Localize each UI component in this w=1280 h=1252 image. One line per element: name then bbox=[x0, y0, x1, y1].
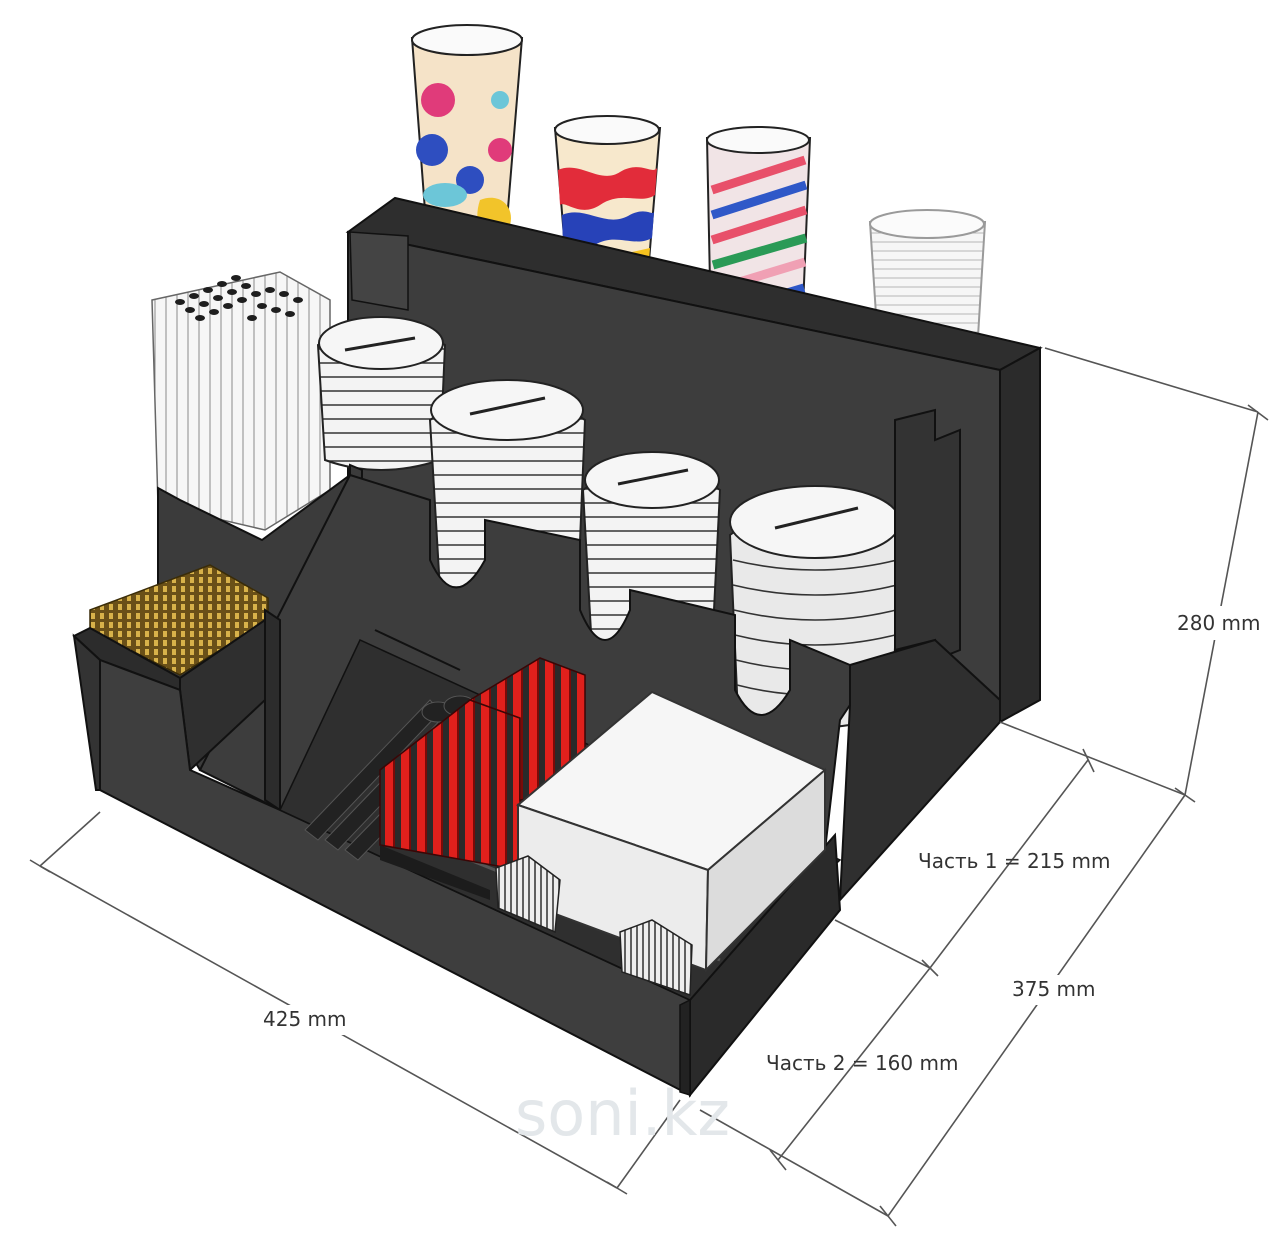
dimension-lines bbox=[29, 347, 1269, 1227]
lids-stack-1 bbox=[316, 316, 447, 471]
depth-label: 375 mm bbox=[1012, 977, 1096, 1001]
watermark: soni.kz bbox=[515, 1077, 730, 1150]
width-label: 425 mm bbox=[263, 1007, 347, 1031]
sugar-packets bbox=[495, 855, 693, 997]
depth-label-bg bbox=[1008, 975, 1098, 1005]
red-stirrers bbox=[379, 657, 586, 900]
straws bbox=[151, 271, 331, 531]
height-label: 280 mm bbox=[1177, 611, 1261, 635]
part2-label: Часть 2 = 160 mm bbox=[766, 1051, 958, 1075]
part1-label: Часть 1 = 215 mm bbox=[918, 849, 1110, 873]
height-label-bg bbox=[1172, 606, 1260, 640]
width-label-bg bbox=[258, 1005, 348, 1035]
